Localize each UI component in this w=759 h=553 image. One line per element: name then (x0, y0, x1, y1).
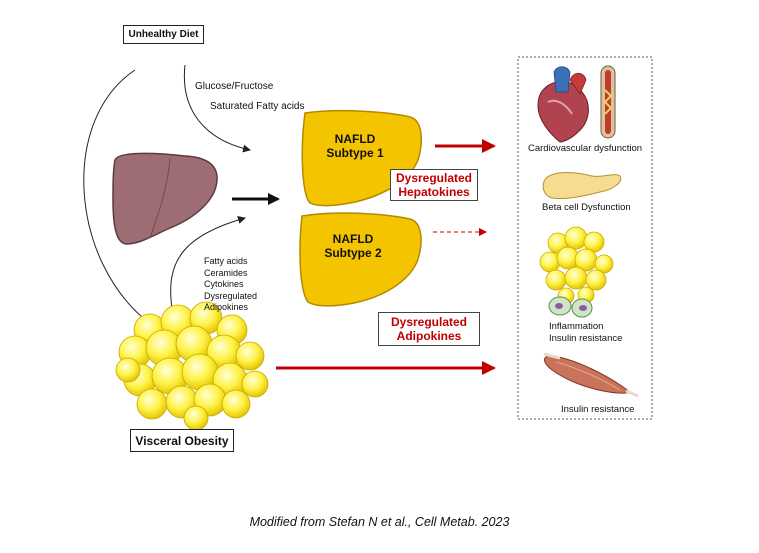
nafld-subtype2-line1: NAFLD (332, 232, 374, 246)
diet-to-fat-arrow (83, 69, 149, 323)
outcome-muscle-insulin: Insulin resistance (561, 404, 635, 415)
diet-factor-fatty-acids: Saturated Fatty acids (210, 101, 305, 112)
source-caption: Modified from Stefan N et al., Cell Meta… (249, 515, 510, 529)
liver-icon (112, 152, 218, 245)
adipose-factor-ceramides: Ceramides (204, 267, 248, 278)
macrophage-icon (548, 296, 593, 318)
adipokines-box: Dysregulated Adipokines (378, 312, 480, 346)
nafld-subtype2-icon (299, 212, 422, 307)
unhealthy-diet-box: Unhealthy Diet (123, 25, 204, 44)
outcome-inflammation-line2: Insulin resistance (549, 332, 623, 344)
outcome-inflammation: Inflammation Insulin resistance (549, 321, 622, 344)
outcome-beta-cell: Beta cell Dysfunction (542, 202, 631, 213)
hepatokines-box: Dysregulated Hepatokines (390, 169, 478, 201)
nafld-subtype2-line2: Subtype 2 (324, 246, 382, 260)
fat-to-nafld-arrow (170, 216, 246, 309)
diet-factor-glucose: Glucose/Fructose (195, 81, 274, 92)
adipokines-line1: Dysregulated (390, 315, 468, 329)
nafld-subtype1-line1: NAFLD (334, 132, 376, 146)
hepatokines-line2: Hepatokines (398, 185, 470, 199)
outcome-inflammation-line1: Inflammation (549, 321, 604, 332)
pancreas-icon (542, 172, 622, 199)
adipokines-line2: Adipokines (396, 329, 462, 343)
outcome-cardiovascular: Cardiovascular dysfunction (528, 143, 643, 154)
muscle-icon (543, 352, 639, 398)
nafld-subtype1-line2: Subtype 1 (326, 146, 384, 160)
adipose-factor-fatty-acids: Fatty acids (204, 256, 248, 266)
nafld-subtype2-label: NAFLD Subtype 2 (318, 232, 388, 260)
nafld-subtype1-label: NAFLD Subtype 1 (320, 132, 390, 160)
adipose-factor-cytokines: Cytokines (204, 279, 244, 289)
adipose-factor-dysregulated: Dysregulated (204, 290, 258, 301)
heart-icon (537, 66, 589, 143)
diet-to-nafld-arrow (183, 64, 251, 153)
fat-cluster-icon (115, 301, 269, 431)
adipocyte-icon (539, 226, 614, 305)
adipose-factor-list: Fatty acids Ceramides Cytokines Dysregul… (204, 256, 257, 314)
visceral-obesity-box: Visceral Obesity (130, 429, 234, 452)
artery-icon (600, 65, 616, 139)
adipose-factor-adipokines: Adipokines (204, 302, 249, 312)
hepatokines-line1: Dysregulated (395, 171, 473, 185)
